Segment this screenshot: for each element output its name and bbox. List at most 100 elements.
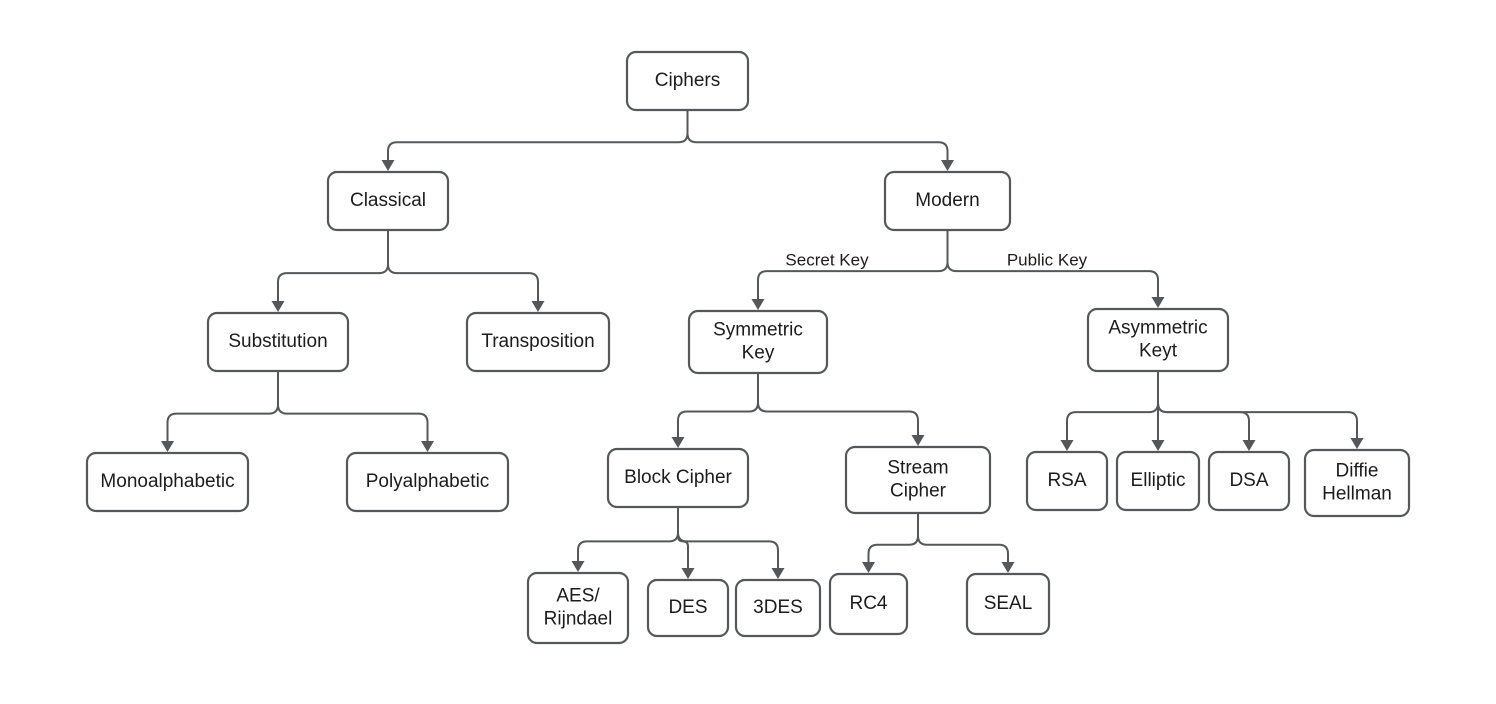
edge-substitution-to-monoalphabetic [166, 370, 279, 442]
node-label-diffie-hellman: Diffie [1336, 461, 1379, 482]
arrow-head-monoalphabetic [161, 441, 174, 452]
node-label-elliptic: Elliptic [1131, 470, 1186, 491]
node-rsa[interactable]: RSA [1025, 450, 1109, 512]
node-box-aes-rijndael [526, 571, 630, 645]
node-label-rc4: RC4 [849, 593, 887, 614]
edge-asymmetric-to-dsa [1157, 370, 1250, 441]
node-label-3des: 3DES [753, 597, 803, 618]
node-box-des [646, 578, 730, 638]
edge-block-cipher-to-aes-rijndael [577, 506, 679, 562]
arrow-head-elliptic [1151, 440, 1165, 451]
node-aes-rijndael[interactable]: AES/Rijndael [526, 571, 630, 645]
edge-symmetric-to-block-cipher [677, 372, 759, 438]
node-label-diffie-hellman: Hellman [1322, 484, 1392, 505]
arrow-head-aes-rijndael [571, 561, 585, 572]
node-box-modern [883, 170, 1012, 232]
edge-labels-layer: Secret Key Public Key [785, 250, 1087, 269]
node-label-dsa: DSA [1229, 470, 1268, 491]
node-label-polyalphabetic: Polyalphabetic [366, 471, 490, 492]
node-label-symmetric: Symmetric [713, 320, 803, 341]
node-box-block-cipher [606, 447, 750, 509]
edge-asymmetric-to-diffie-hellman [1157, 370, 1358, 439]
node-ciphers[interactable]: Ciphers [625, 50, 750, 112]
node-box-transposition [465, 311, 611, 373]
arrow-head-modern [941, 160, 954, 171]
node-polyalphabetic[interactable]: Polyalphabetic [345, 451, 510, 513]
node-box-rc4 [828, 572, 909, 636]
node-box-dsa [1207, 450, 1291, 512]
node-box-ciphers [625, 50, 750, 112]
node-elliptic[interactable]: Elliptic [1115, 450, 1201, 512]
node-box-substitution [206, 311, 350, 373]
edge-stream-cipher-to-rc4 [867, 512, 919, 563]
node-box-rsa [1025, 450, 1109, 512]
node-transposition[interactable]: Transposition [465, 311, 611, 373]
node-label-aes-rijndael: Rijndael [544, 609, 613, 630]
arrow-head-block-cipher [671, 437, 685, 448]
edges-layer [161, 109, 1364, 579]
node-label-seal: SEAL [984, 593, 1033, 614]
node-label-ciphers: Ciphers [655, 70, 720, 91]
arrow-head-3des [771, 568, 785, 579]
label-public-key: Public Key [1007, 250, 1088, 269]
edge-symmetric-to-stream-cipher [757, 372, 919, 436]
node-label-modern: Modern [915, 190, 979, 211]
node-label-block-cipher: Block Cipher [624, 467, 732, 488]
arrow-head-transposition [531, 301, 545, 312]
edge-asymmetric-to-rsa [1066, 370, 1159, 441]
node-3des[interactable]: 3DES [734, 578, 822, 638]
node-label-classical: Classical [350, 190, 426, 211]
node-des[interactable]: DES [646, 578, 730, 638]
arrow-head-seal [1001, 562, 1015, 573]
node-label-substitution: Substitution [228, 331, 327, 352]
node-box-polyalphabetic [345, 451, 510, 513]
edge-modern-to-asymmetric [946, 229, 1159, 298]
node-label-symmetric: Key [742, 343, 775, 364]
node-modern[interactable]: Modern [883, 170, 1012, 232]
node-box-symmetric [687, 309, 829, 375]
edge-substitution-to-polyalphabetic [277, 370, 429, 442]
node-substitution[interactable]: Substitution [206, 311, 350, 373]
arrow-head-polyalphabetic [421, 441, 434, 452]
node-label-asymmetric: Keyt [1139, 341, 1178, 362]
node-seal[interactable]: SEAL [965, 572, 1051, 636]
node-box-seal [965, 572, 1051, 636]
node-label-aes-rijndael: AES/ [556, 586, 600, 607]
node-block-cipher[interactable]: Block Cipher [606, 447, 750, 509]
arrow-head-asymmetric [1151, 297, 1165, 308]
arrow-head-rc4 [862, 562, 875, 573]
arrow-head-substitution [271, 301, 285, 312]
edge-classical-to-substitution [277, 229, 389, 302]
node-dsa[interactable]: DSA [1207, 450, 1291, 512]
node-box-elliptic [1115, 450, 1201, 512]
node-box-3des [734, 578, 822, 638]
edge-ciphers-to-modern [686, 109, 949, 161]
node-box-asymmetric [1086, 307, 1230, 373]
node-classical[interactable]: Classical [326, 170, 450, 232]
node-box-stream-cipher [844, 445, 992, 515]
label-secret-key: Secret Key [785, 250, 869, 269]
node-box-diffie-hellman [1303, 448, 1411, 518]
edge-block-cipher-to-3des [677, 506, 779, 569]
node-box-monoalphabetic [85, 451, 250, 513]
arrow-head-classical [381, 160, 395, 171]
node-box-classical [326, 170, 450, 232]
arrow-head-rsa [1060, 440, 1074, 451]
node-rc4[interactable]: RC4 [828, 572, 909, 636]
arrow-head-diffie-hellman [1350, 438, 1364, 449]
node-label-transposition: Transposition [481, 331, 594, 352]
node-monoalphabetic[interactable]: Monoalphabetic [85, 451, 250, 513]
arrow-head-des [681, 568, 695, 579]
node-label-stream-cipher: Cipher [890, 481, 947, 502]
edge-classical-to-transposition [387, 229, 539, 302]
node-label-des: DES [668, 597, 707, 618]
node-label-stream-cipher: Stream [887, 458, 948, 479]
edge-ciphers-to-classical [387, 109, 689, 161]
